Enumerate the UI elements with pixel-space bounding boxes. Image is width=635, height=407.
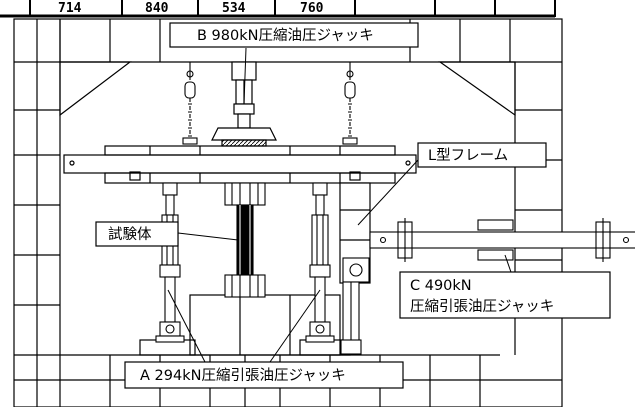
jack-a-left [155, 182, 185, 343]
jack-c [340, 218, 635, 355]
suspension-chains [182, 62, 358, 145]
label-jack-a: A 294kN圧縮引張油圧ジャッキ [124, 361, 404, 389]
jack-b [211, 61, 277, 147]
label-jack-c-line1: C 490kN [410, 278, 472, 294]
label-l-frame: L型フレーム [417, 142, 547, 168]
label-specimen: 試験体 [95, 221, 179, 247]
label-l-frame-text: L型フレーム [428, 147, 508, 164]
leader-lines [167, 47, 513, 363]
label-jack-c-line2: 圧縮引張油圧ジャッキ [410, 298, 554, 315]
label-jack-b: B 980kN圧縮油圧ジャッキ [169, 22, 419, 48]
table-cell: 714 [58, 1, 82, 16]
table-cell: 760 [300, 1, 324, 16]
specimen-column [224, 182, 266, 298]
table-fragment: 714 840 534 760 [0, 0, 635, 18]
label-jack-b-text: B 980kN圧縮油圧ジャッキ [197, 27, 374, 44]
table-cell: 534 [222, 1, 246, 16]
label-jack-c: C 490kN 圧縮引張油圧ジャッキ [399, 271, 611, 319]
jack-a-right [305, 182, 335, 343]
table-cell: 840 [145, 1, 169, 16]
label-specimen-text: 試験体 [108, 226, 152, 243]
reaction-frame [13, 18, 563, 407]
label-jack-a-text: A 294kN圧縮引張油圧ジャッキ [140, 367, 346, 384]
